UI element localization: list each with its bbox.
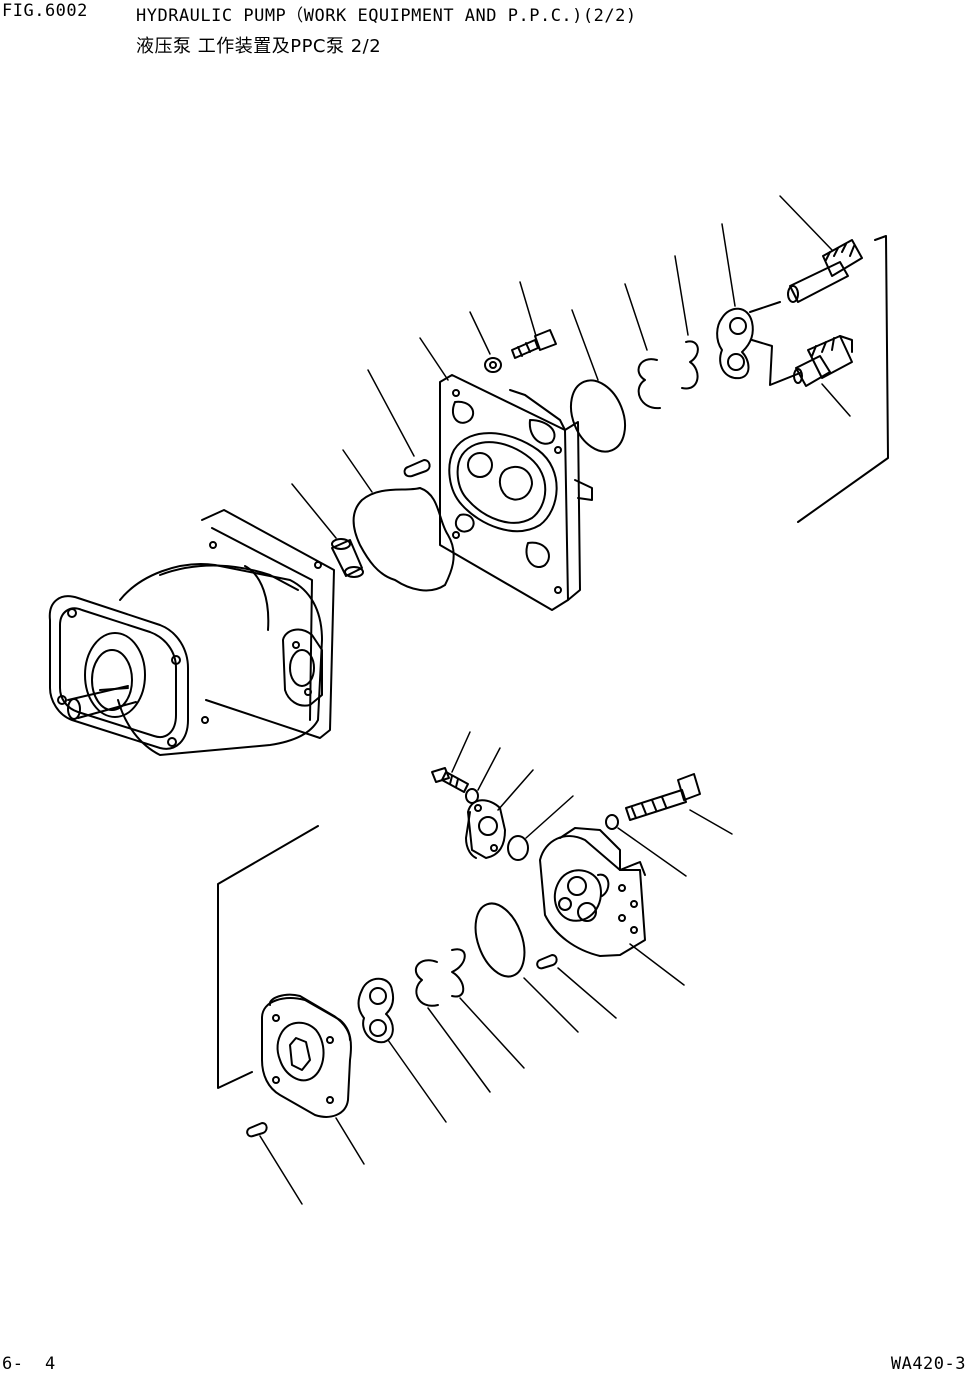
leader-lines-lower bbox=[260, 732, 732, 1204]
dowel-pin bbox=[405, 460, 430, 476]
rear-cover bbox=[540, 828, 645, 956]
bushing-seal bbox=[717, 309, 753, 378]
case-pin bbox=[247, 1123, 266, 1136]
figure-subtitle: 液压泵 工作装置及PPC泵 2/2 bbox=[136, 36, 382, 57]
main-pump-body bbox=[50, 510, 334, 755]
model-number: WA420-3 bbox=[890, 1354, 966, 1374]
leader-lines-upper bbox=[292, 196, 850, 538]
flange-bolt bbox=[432, 768, 468, 792]
backup-ring bbox=[639, 359, 660, 408]
bushing bbox=[332, 539, 363, 577]
figure-number: FIG.6002 bbox=[2, 1, 88, 21]
lower-bushing-seal bbox=[359, 979, 394, 1042]
group-bracket bbox=[752, 340, 800, 385]
drive-gear-shaft bbox=[788, 240, 862, 302]
lower-dowel-pin bbox=[537, 955, 556, 968]
gasket bbox=[354, 488, 454, 590]
page-number: 6- 4 bbox=[2, 1354, 56, 1374]
cover-bolt bbox=[626, 774, 700, 820]
lower-backup-ring bbox=[416, 960, 438, 1006]
small-o-ring bbox=[508, 836, 528, 860]
spring-washer bbox=[485, 358, 501, 372]
group-bracket bbox=[798, 236, 888, 522]
front-cover-plate bbox=[440, 375, 592, 610]
lock-washer bbox=[606, 815, 618, 829]
group-bracket bbox=[750, 302, 780, 312]
lower-group-bracket bbox=[218, 826, 318, 1088]
figure-title: HYDRAULIC PUMP（WORK EQUIPMENT AND P.P.C.… bbox=[136, 6, 637, 26]
lower-backup-ring bbox=[452, 949, 465, 996]
flange-plate bbox=[466, 800, 505, 858]
o-ring bbox=[561, 372, 635, 459]
gear-case bbox=[262, 995, 351, 1117]
lower-o-ring bbox=[466, 897, 533, 983]
backup-ring bbox=[682, 341, 698, 388]
mounting-bolt bbox=[512, 330, 556, 358]
driven-gear bbox=[794, 336, 852, 386]
